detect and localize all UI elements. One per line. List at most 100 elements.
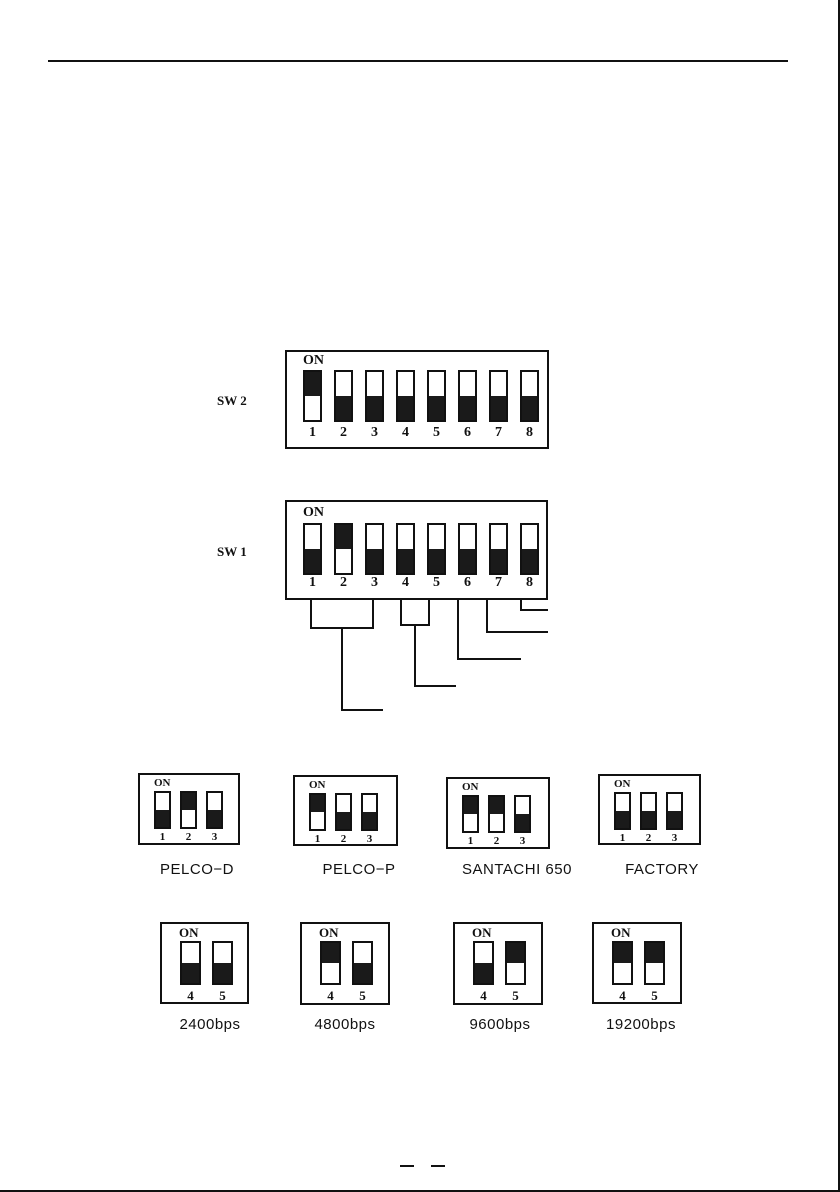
switch-number: 4: [473, 988, 494, 1004]
switch-lever: [460, 549, 475, 573]
switch-number: 4: [180, 988, 201, 1004]
switch-number: 3: [514, 835, 531, 847]
dip-switch-5: [352, 941, 373, 985]
on-label: ON: [319, 925, 339, 941]
switch-lever: [354, 963, 371, 983]
switch-number: 1: [462, 835, 479, 847]
on-label: ON: [472, 925, 492, 941]
dip-switch-4: [612, 941, 633, 985]
protocol-caption-factory: FACTORY: [603, 861, 721, 878]
switch-number: 8: [520, 575, 539, 591]
dip-switch-3: [514, 795, 531, 833]
dip-switch-5: [427, 370, 446, 422]
switch-lever: [305, 372, 320, 396]
switch-number: 2: [335, 833, 352, 845]
dip-switch-2: [334, 523, 353, 575]
switch-lever: [208, 810, 221, 827]
switch-number: 6: [458, 425, 477, 441]
footer-dash-right: [431, 1165, 445, 1167]
dip-switch-7: [489, 523, 508, 575]
dip-switch-5: [644, 941, 665, 985]
dip-switch-2: [180, 791, 197, 829]
switch-lever: [490, 797, 503, 814]
switch-lever: [363, 812, 376, 829]
switch-number: 4: [320, 988, 341, 1004]
switch-lever: [646, 943, 663, 963]
switch-number: 4: [612, 988, 633, 1004]
switch-lever: [182, 963, 199, 983]
dip-switch-3: [666, 792, 683, 830]
switch-number: 4: [396, 425, 415, 441]
switch-number: 2: [334, 425, 353, 441]
on-label: ON: [303, 353, 324, 369]
dip-switch-8: [520, 370, 539, 422]
switch-number: 2: [334, 575, 353, 591]
dip-switch-1: [303, 370, 322, 422]
dip-switch-1: [309, 793, 326, 831]
switch-lever: [398, 396, 413, 420]
switch-lever: [322, 943, 339, 963]
on-label: ON: [614, 778, 631, 790]
switch-lever: [398, 549, 413, 573]
baud-caption-9600: 9600bps: [445, 1016, 555, 1033]
switch-lever: [642, 811, 655, 828]
switch-lever: [516, 814, 529, 831]
on-label: ON: [179, 925, 199, 941]
switch-number: 5: [427, 425, 446, 441]
switch-number: 2: [180, 831, 197, 843]
switch-lever: [367, 396, 382, 420]
switch-lever: [614, 943, 631, 963]
switch-number: 7: [489, 425, 508, 441]
baud-19200-dip: ON45: [592, 922, 682, 1004]
switch-number: 1: [303, 425, 322, 441]
switch-lever: [507, 943, 524, 963]
on-label: ON: [303, 505, 324, 521]
baud-caption-2400: 2400bps: [155, 1016, 265, 1033]
dip-switch-4: [320, 941, 341, 985]
dip-switch-2: [488, 795, 505, 833]
switch-lever: [336, 525, 351, 549]
dip-switch-2: [334, 370, 353, 422]
switch-lever: [616, 811, 629, 828]
dip-switch-3: [361, 793, 378, 831]
switch-number: 1: [309, 833, 326, 845]
switch-lever: [305, 549, 320, 573]
switch-lever: [464, 797, 477, 814]
protocol-caption-pelco-d: PELCO−D: [138, 861, 256, 878]
switch-number: 6: [458, 575, 477, 591]
switch-number: 5: [427, 575, 446, 591]
switch-number: 8: [520, 425, 539, 441]
dip-switch-7: [489, 370, 508, 422]
on-label: ON: [462, 781, 479, 793]
switch-number: 5: [505, 988, 526, 1004]
sw1-label: SW 1: [217, 544, 247, 560]
switch-number: 2: [640, 832, 657, 844]
switch-number: 4: [396, 575, 415, 591]
dip-switch-1: [303, 523, 322, 575]
protocol-caption-santachi-650: SANTACHI 650: [452, 861, 582, 878]
switch-number: 2: [488, 835, 505, 847]
switch-number: 3: [365, 425, 384, 441]
dip-switch-3: [365, 370, 384, 422]
baud-9600-dip: ON 45: [453, 922, 543, 1005]
switch-lever: [429, 396, 444, 420]
switch-number: 3: [206, 831, 223, 843]
baud-caption-19200: 19200bps: [586, 1016, 696, 1033]
switch-number: 1: [614, 832, 631, 844]
switch-number: 1: [303, 575, 322, 591]
dip-switch-6: [458, 523, 477, 575]
footer-dash-left: [400, 1165, 414, 1167]
switch-lever: [214, 963, 231, 983]
switch-lever: [337, 812, 350, 829]
switch-lever: [522, 396, 537, 420]
dip-switch-1: [462, 795, 479, 833]
switch-lever: [522, 549, 537, 573]
dip-switch-4: [473, 941, 494, 985]
switch-lever: [491, 549, 506, 573]
on-label: ON: [309, 779, 326, 791]
switch-number: 5: [644, 988, 665, 1004]
dip-switch-4: [396, 523, 415, 575]
